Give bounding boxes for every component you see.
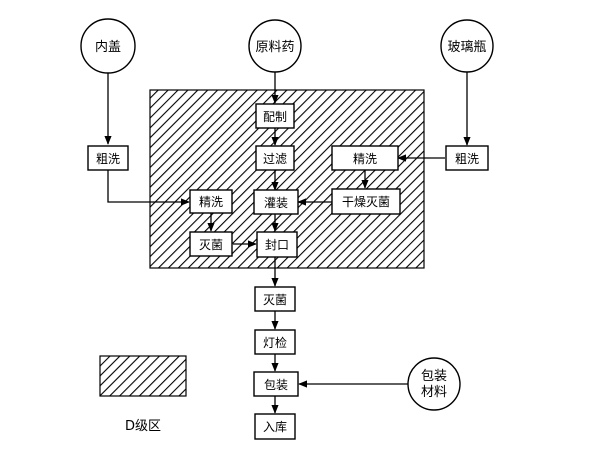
step-fine-wash-right: 精洗 [331,145,399,171]
step-prepare: 配制 [255,103,295,129]
source-glass-bottle-label: 玻璃瓶 [447,40,486,55]
step-rough-wash-right: 粗洗 [445,145,489,171]
legend-label: D级区 [125,419,161,434]
step-filter: 过滤 [255,145,295,171]
step-filter-label: 过滤 [263,152,287,166]
source-glass-bottle: 玻璃瓶 [440,19,494,73]
step-sterilize-label: 灭菌 [263,293,287,307]
arrow-rough-wash-to-fine-wash-left [107,170,190,206]
source-inner-cap-label: 内盖 [95,39,121,55]
step-fine-wash-right-label: 精洗 [353,152,377,166]
step-dry-sterilize: 干燥灭菌 [331,188,401,215]
step-package: 包装 [253,371,299,397]
step-warehouse: 入库 [254,413,296,440]
step-light-inspect-label: 灯检 [263,335,287,350]
step-prepare-label: 配制 [263,110,287,124]
step-warehouse-label: 入库 [263,419,287,434]
source-raw-drug-label: 原料药 [255,40,294,55]
step-seal: 封口 [256,231,298,258]
step-dry-sterilize-label: 干燥灭菌 [342,195,390,209]
step-rough-wash-left: 粗洗 [87,145,129,171]
step-sterilize: 灭菌 [254,286,296,312]
step-fine-wash-left-label: 精洗 [199,195,223,209]
source-packaging-material: 包装 材料 [407,357,461,411]
step-seal-label: 封口 [265,238,289,252]
step-rough-wash-right-label: 粗洗 [455,152,479,166]
source-raw-drug: 原料药 [248,19,302,73]
step-sterilize-cap: 灭菌 [189,231,233,257]
step-fill: 灌装 [253,189,299,215]
connectors [104,72,471,414]
source-packaging-material-line2: 材料 [421,385,447,400]
step-fine-wash-left: 精洗 [189,189,233,214]
step-light-inspect: 灯检 [254,329,296,355]
source-packaging-material-line1: 包装 [421,369,447,384]
step-sterilize-cap-label: 灭菌 [199,238,223,252]
step-rough-wash-left-label: 粗洗 [96,152,120,166]
legend-hatch-swatch [99,355,187,397]
source-inner-cap: 内盖 [80,18,136,74]
step-package-label: 包装 [264,378,288,392]
step-fill-label: 灌装 [264,196,288,210]
